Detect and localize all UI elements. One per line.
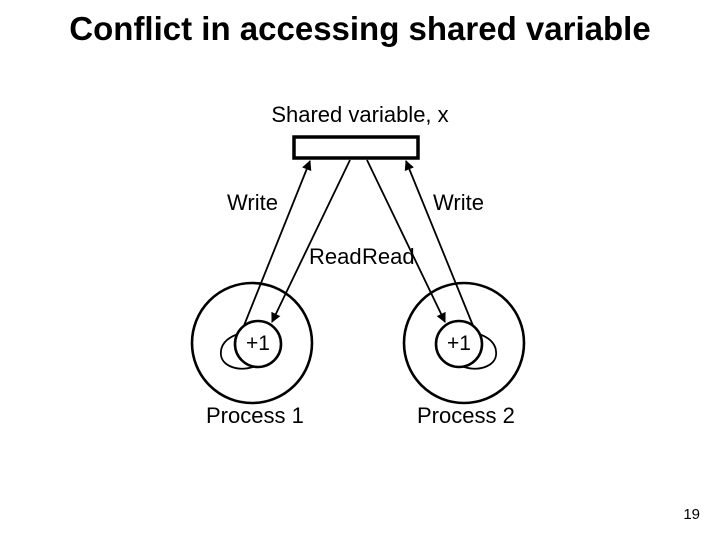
read-label-process-1: Read bbox=[309, 244, 362, 269]
read-arrow-process-2 bbox=[366, 159, 446, 323]
process-1-writeback-loop bbox=[220, 332, 254, 370]
process-2-plus-one-label: +1 bbox=[447, 332, 471, 355]
write-label-process-1: Write bbox=[227, 190, 278, 215]
page-number: 19 bbox=[683, 506, 700, 523]
write-arrow-process-1 bbox=[240, 160, 312, 334]
page-title: Conflict in accessing shared variable bbox=[69, 10, 651, 47]
process-1-plus-one-label: +1 bbox=[246, 332, 270, 355]
process-2-plus-one-circle bbox=[434, 319, 484, 369]
process-2-circle bbox=[402, 281, 526, 405]
read-arrow-process-1 bbox=[271, 159, 351, 323]
process-1-circle bbox=[190, 281, 314, 405]
shared-variable-box bbox=[292, 135, 420, 160]
shared-variable-label: Shared variable, x bbox=[271, 102, 449, 127]
process-2-label: Process 2 bbox=[417, 403, 515, 428]
process-1-plus-one-circle bbox=[233, 319, 283, 369]
process-1-label: Process 1 bbox=[206, 403, 304, 428]
write-arrow-process-2 bbox=[404, 160, 477, 334]
read-label-process-2: Read bbox=[362, 244, 415, 269]
process-2-writeback-loop bbox=[463, 332, 497, 370]
write-label-process-2: Write bbox=[433, 190, 484, 215]
